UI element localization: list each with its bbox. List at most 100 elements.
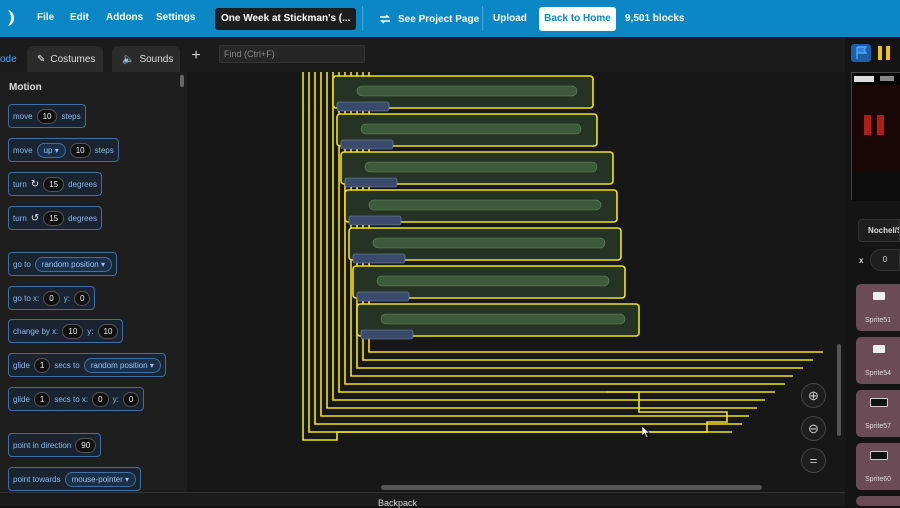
tab-costumes[interactable]: ✎ Costumes xyxy=(27,46,103,72)
project-title-input[interactable]: One Week at Stickman's (... xyxy=(215,8,356,30)
back-to-home-button[interactable]: Back to Home xyxy=(539,7,616,31)
block-go-to-xy[interactable]: go to x: 0 y: 0 xyxy=(8,286,96,310)
menu-divider xyxy=(362,6,363,31)
block-dropdown[interactable]: mouse-pointer ▾ xyxy=(64,471,136,487)
block-move-steps[interactable]: move 10 steps xyxy=(8,104,86,128)
sprite-tile-label: Sprite57 xyxy=(865,423,892,430)
zoom-out-icon: ⊖ xyxy=(808,421,819,436)
block-input[interactable]: 0 xyxy=(43,290,60,306)
sprite-thumbnail xyxy=(870,451,888,460)
block-text: secs to xyxy=(54,360,80,370)
menu-file[interactable]: File xyxy=(37,12,55,23)
flag-icon xyxy=(856,46,868,59)
zoom-in-button[interactable]: ⊕ xyxy=(801,383,826,408)
zoom-reset-icon: = xyxy=(809,453,818,468)
backpack-label: Backpack xyxy=(378,498,418,508)
vertical-scrollbar[interactable] xyxy=(837,344,841,436)
sprite-thumbnail xyxy=(870,398,888,407)
tab-costumes-label: Costumes xyxy=(50,53,96,65)
tab-sounds[interactable]: 🔈 Sounds xyxy=(112,46,180,72)
block-input[interactable]: 0 xyxy=(122,391,140,407)
tab-code-label: ode xyxy=(0,53,17,65)
app-logo-icon[interactable] xyxy=(4,9,18,27)
sprite-name-input[interactable]: Nochel/S xyxy=(858,219,900,242)
sprite-tile[interactable]: Sprite54 xyxy=(856,337,900,384)
menu-settings[interactable]: Settings xyxy=(156,12,196,23)
block-text: turn xyxy=(13,213,27,223)
block-text: move xyxy=(13,145,33,155)
rotate-right-icon: ↻ xyxy=(30,178,40,190)
editor-tabs: ode ✎ Costumes 🔈 Sounds xyxy=(0,37,845,72)
block-go-to[interactable]: go to random position ▾ xyxy=(8,252,117,276)
menu-edit[interactable]: Edit xyxy=(70,12,89,23)
block-input[interactable]: 90 xyxy=(75,437,97,453)
backpack-bar[interactable] xyxy=(0,492,845,506)
x-position-input[interactable]: 0 xyxy=(870,249,900,271)
green-flag-button[interactable] xyxy=(851,44,871,62)
block-dropdown[interactable]: up ▾ xyxy=(36,142,66,158)
block-text: steps xyxy=(94,145,114,155)
block-text: y: xyxy=(63,293,70,303)
block-glide-to-xy[interactable]: glide 1 secs to x: 0 y: 0 xyxy=(8,387,145,411)
block-glide-to[interactable]: glide 1 secs to random position ▾ xyxy=(8,353,166,377)
block-text: go to x: xyxy=(13,293,40,303)
block-text: glide xyxy=(13,360,30,370)
block-count: 9,501 blocks xyxy=(625,13,685,24)
sprite-thumbnail xyxy=(873,292,885,300)
block-change-by-xy[interactable]: change by x: 10 y: 10 xyxy=(8,319,124,343)
block-input[interactable]: 1 xyxy=(33,357,51,373)
sprite-tile[interactable] xyxy=(856,496,900,506)
swap-icon xyxy=(380,14,390,24)
horizontal-scrollbar[interactable] xyxy=(381,485,762,490)
see-project-page-button[interactable]: See Project Page xyxy=(370,7,487,31)
block-dropdown[interactable]: random position ▾ xyxy=(83,357,161,373)
block-text: glide xyxy=(13,394,30,404)
script-stack-graphic xyxy=(302,72,823,441)
tab-code[interactable]: ode xyxy=(0,46,22,72)
find-input[interactable]: Find (Ctrl+F) xyxy=(219,45,365,63)
block-turn-right[interactable]: turn ↻ 15 degrees xyxy=(8,172,103,196)
sprite-tile-label: Sprite54 xyxy=(865,370,892,377)
block-input[interactable]: 10 xyxy=(62,323,84,339)
upload-button[interactable]: Upload xyxy=(493,13,527,24)
menu-bar xyxy=(0,0,900,37)
block-dropdown-value: up xyxy=(43,145,53,155)
stage-preview-image xyxy=(852,73,900,201)
sprite-tile-label: Sprite60 xyxy=(865,476,892,483)
x-label: x xyxy=(859,256,864,265)
sprite-tile[interactable]: Sprite57 xyxy=(856,390,900,437)
block-text: point towards xyxy=(13,474,61,484)
menu-addons[interactable]: Addons xyxy=(106,12,144,23)
block-palette xyxy=(0,72,187,492)
pause-icon[interactable] xyxy=(876,45,892,61)
block-text: go to xyxy=(13,259,31,269)
block-point-in-direction[interactable]: point in direction 90 xyxy=(8,433,102,457)
block-input[interactable]: 10 xyxy=(97,323,119,339)
rotate-left-icon: ↺ xyxy=(30,212,40,224)
block-input[interactable]: 0 xyxy=(92,391,109,407)
scripts-workspace[interactable] xyxy=(187,72,845,492)
block-input[interactable]: 0 xyxy=(73,290,91,306)
block-input[interactable]: 10 xyxy=(36,108,58,124)
block-input[interactable]: 15 xyxy=(43,210,65,226)
block-move-direction[interactable]: move up ▾ 10 steps xyxy=(8,138,119,162)
palette-scrollbar[interactable] xyxy=(180,75,184,87)
speaker-icon: 🔈 xyxy=(122,53,135,65)
block-point-towards[interactable]: point towards mouse-pointer ▾ xyxy=(8,467,141,491)
add-extension-button[interactable]: + xyxy=(191,47,201,64)
block-dropdown[interactable]: random position ▾ xyxy=(34,256,112,272)
block-text: y: xyxy=(87,326,94,336)
block-input[interactable]: 10 xyxy=(69,142,91,158)
menu-divider xyxy=(482,6,483,31)
zoom-in-icon: ⊕ xyxy=(808,388,819,403)
block-input[interactable]: 1 xyxy=(33,391,51,407)
sprite-tile[interactable]: Sprite60 xyxy=(856,443,900,490)
stage-preview[interactable] xyxy=(851,72,900,201)
zoom-out-button[interactable]: ⊖ xyxy=(801,416,826,441)
tab-sounds-label: Sounds xyxy=(139,53,174,65)
sprite-thumbnail xyxy=(873,345,885,353)
block-turn-left[interactable]: turn ↺ 15 degrees xyxy=(8,206,103,230)
zoom-reset-button[interactable]: = xyxy=(801,448,826,473)
block-input[interactable]: 15 xyxy=(43,176,65,192)
sprite-tile[interactable]: Sprite51 xyxy=(856,284,900,331)
